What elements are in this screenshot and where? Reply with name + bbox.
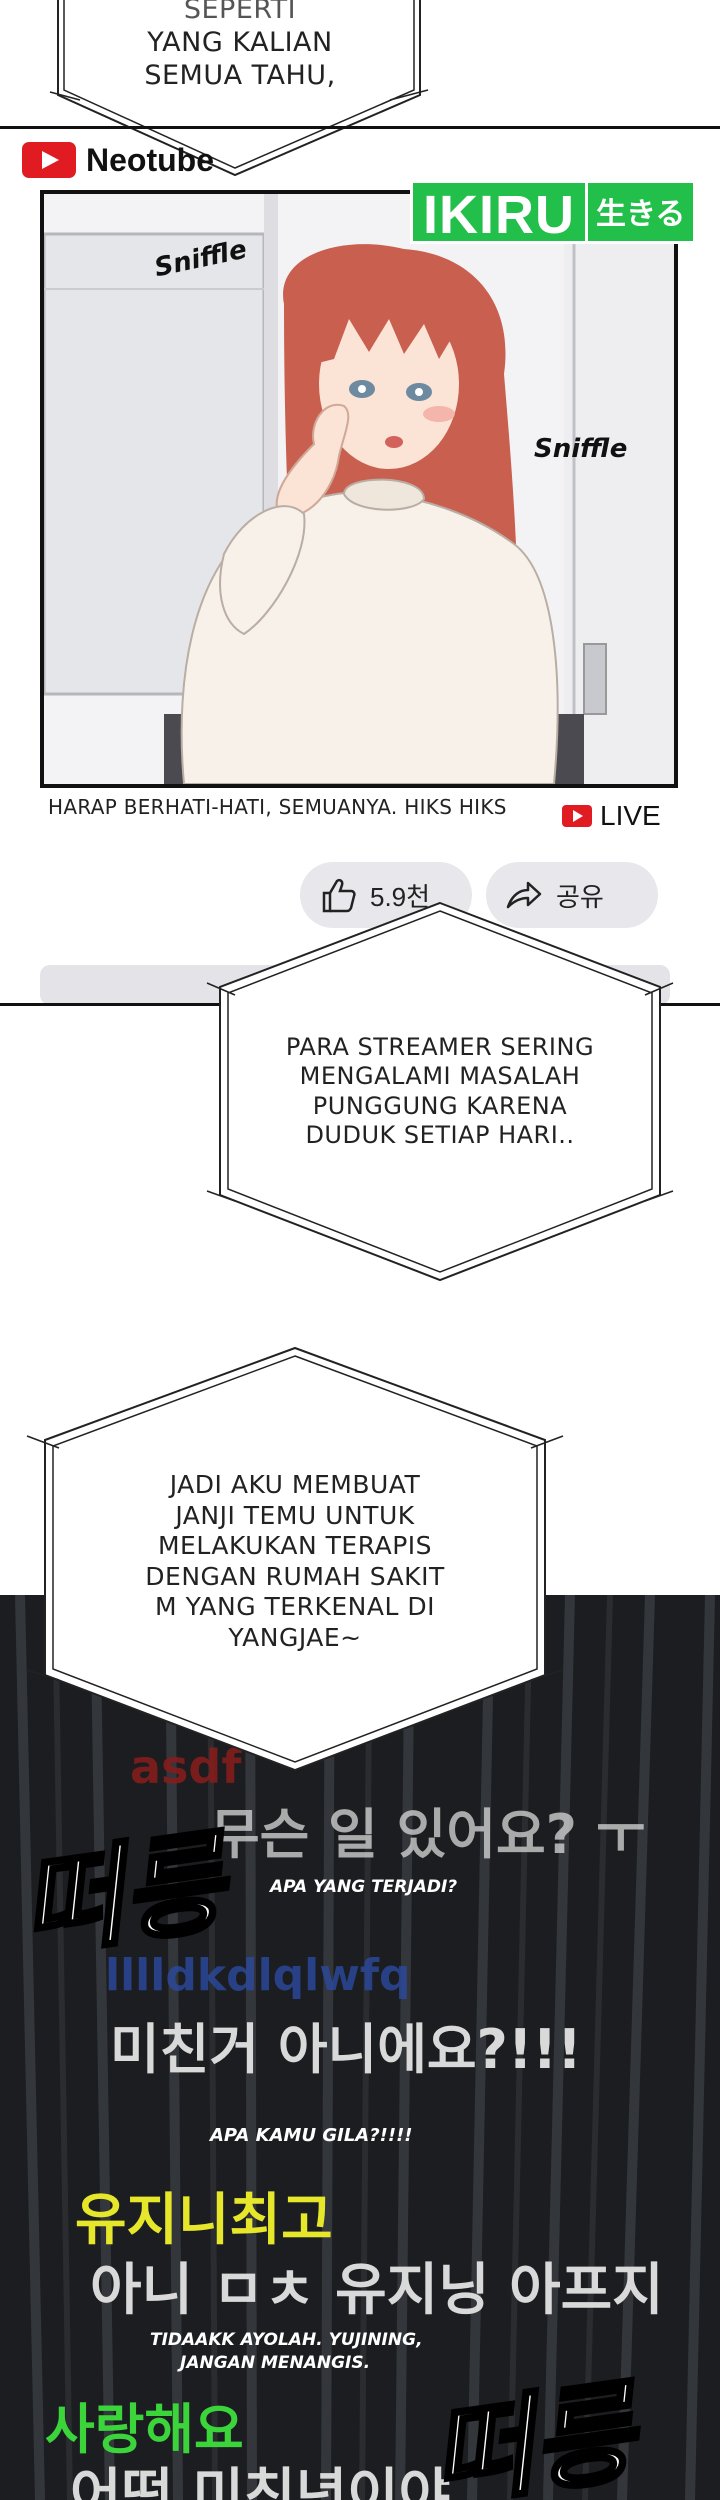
chat-translation: JANGAN MENANGIS. bbox=[180, 2353, 371, 2373]
narration-line: DUDUK SETIAP HARI.. bbox=[305, 1120, 575, 1149]
narration-line: YANG KALIAN bbox=[147, 26, 333, 58]
like-count: 5.9천 bbox=[370, 881, 431, 912]
chat-message: 무슨 일 있어요? ㅜ bbox=[210, 1803, 646, 1866]
live-play-icon bbox=[562, 805, 592, 827]
top-narration-text: SEPERTI YANG KALIAN SEMUA TAHU, bbox=[50, 0, 430, 93]
live-indicator: LIVE bbox=[562, 800, 661, 832]
like-button[interactable]: 5.9천 bbox=[300, 862, 472, 928]
share-arrow-icon bbox=[506, 881, 542, 909]
chat-translation: APA YANG TERJADI? bbox=[270, 1877, 458, 1897]
watermark-badge: IKIRU 生きる bbox=[410, 180, 697, 245]
share-label: 공유 bbox=[556, 881, 604, 912]
speed-lines bbox=[15, 1595, 715, 2500]
chat-message: 아니 ㅁㅊ 유지닝 아프지 bbox=[90, 2258, 664, 2323]
narration-box: PARA STREAMER SERING MENGALAMI MASALAH P… bbox=[205, 895, 675, 1290]
chat-message: 어떤 미친년이야 bbox=[70, 2463, 451, 2500]
play-logo-icon bbox=[22, 142, 76, 178]
top-narration-box: SEPERTI YANG KALIAN SEMUA TAHU, bbox=[49, 0, 430, 180]
narration-text: PARA STREAMER SERING MENGALAMI MASALAH P… bbox=[205, 1033, 675, 1150]
chat-username: 유지니최고 bbox=[75, 2188, 333, 2253]
share-button[interactable]: 공유 bbox=[486, 862, 658, 928]
narration-line: M YANG TERKENAL DI bbox=[155, 1592, 435, 1621]
sound-effect-text: 떠릉 bbox=[421, 2364, 643, 2500]
narration-line: SEPERTI bbox=[183, 0, 297, 25]
narration-line: DENGAN RUMAH SAKIT bbox=[145, 1561, 445, 1591]
narration-box: JADI AKU MEMBUAT JANJI TEMU UNTUK MELAKU… bbox=[25, 1340, 565, 1780]
narration-border bbox=[49, 0, 429, 177]
narration-line: JADI AKU MEMBUAT bbox=[169, 1470, 421, 1499]
stream-caption: HARAP BERHATI-HATI, SEMUANYA. HIKS HIKS bbox=[48, 795, 507, 819]
platform-name: Neotube bbox=[86, 141, 214, 178]
chat-translation: TIDAAKK AYOLAH. YUJINING, bbox=[150, 2330, 423, 2350]
panel-border bbox=[0, 126, 720, 129]
narration-line: MELAKUKAN TERAPIS bbox=[157, 1531, 433, 1560]
stream-video[interactable]: Sniffle Sniffle bbox=[40, 190, 678, 788]
chat-username: 사랑해요 bbox=[45, 2398, 244, 2461]
chat-translation: APA KAMU GILA?!!!! bbox=[210, 2125, 413, 2146]
live-label: LIVE bbox=[600, 800, 661, 831]
platform-brand: Neotube bbox=[22, 140, 214, 180]
narration-line: SEMUA TAHU, bbox=[144, 59, 336, 91]
sound-effect-text: 떠릉 bbox=[11, 1814, 233, 1974]
streamer-illustration bbox=[44, 194, 674, 784]
narration-line: MENGALAMI MASALAH bbox=[299, 1062, 581, 1091]
narration-text: JADI AKU MEMBUAT JANJI TEMU UNTUK MELAKU… bbox=[25, 1470, 565, 1653]
watermark-japanese: 生きる bbox=[588, 180, 697, 244]
narration-line: PUNGGUNG KARENA bbox=[312, 1091, 568, 1120]
narration-line: PARA STREAMER SERING bbox=[285, 1033, 595, 1061]
narration-border bbox=[26, 1346, 564, 1772]
sound-effect-text: Sniffle bbox=[534, 434, 628, 464]
narration-line: JANJI TEMU UNTUK bbox=[175, 1500, 415, 1530]
thumbs-up-icon bbox=[322, 878, 356, 913]
chat-username: lllldkdlqlwfq bbox=[105, 1950, 411, 2001]
narration-line: YANGJAE~ bbox=[228, 1622, 362, 1652]
chat-username: asdf bbox=[130, 1740, 242, 1794]
watermark-main: IKIRU bbox=[410, 180, 588, 245]
narration-border bbox=[206, 901, 674, 1282]
chat-message: 미친거 아니에요?!!! bbox=[110, 2018, 582, 2081]
